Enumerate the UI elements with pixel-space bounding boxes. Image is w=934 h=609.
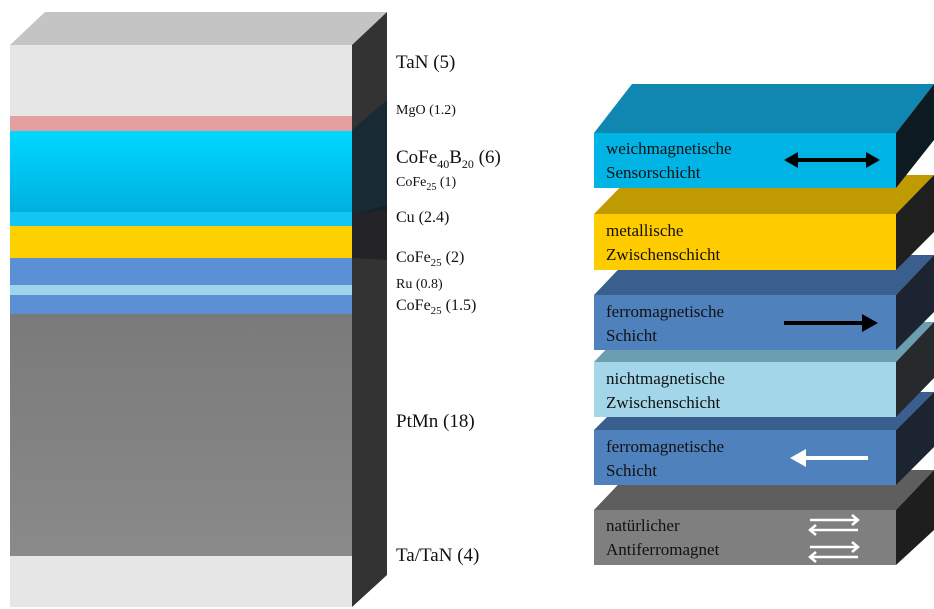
block-weich-line1: weichmagnetische [606, 139, 732, 158]
block-ferro2-side [896, 392, 934, 485]
block-weich-text: weichmagnetische Sensorschicht [606, 137, 732, 185]
block-ferro2-line2: Schicht [606, 461, 657, 480]
label-cofeb: CoFe40B20 (6) [396, 147, 501, 171]
left-white-arrow [790, 449, 868, 467]
label-tan: TaN (5) [396, 52, 456, 73]
block-afm-line2: Antiferromagnet [606, 540, 720, 559]
layer-mgo [10, 116, 352, 131]
block-nicht-line2: Zwischenschicht [606, 393, 721, 412]
stack-top-face [10, 12, 387, 45]
label-mgo: MgO (1.2) [396, 103, 456, 118]
block-nicht-text: nichtmagnetische Zwischenschicht [606, 367, 725, 415]
block-ferro1-line2: Schicht [606, 326, 657, 345]
right-black-arrow [784, 314, 878, 332]
block-nicht-side [896, 322, 934, 417]
block-nicht-front [594, 362, 896, 417]
block-metall-text: metallische Zwischenschicht [606, 219, 720, 267]
label-ptmn: PtMn (18) [396, 411, 475, 432]
block-metall-front [594, 214, 896, 270]
layer-tan-top [10, 45, 352, 116]
label-cu: Cu (2.4) [396, 209, 450, 226]
block-weich-line2: Sensorschicht [606, 163, 701, 182]
layer-ru [10, 285, 352, 295]
layer-cu [10, 226, 352, 258]
block-afm-line1: natürlicher [606, 516, 680, 535]
layer-cofe-2 [10, 258, 352, 285]
label-ta-tan: Ta/TaN (4) [396, 545, 480, 566]
block-nicht-line1: nichtmagnetische [606, 369, 725, 388]
block-afm-side [896, 470, 934, 565]
layer-cofe-1 [10, 212, 352, 226]
layer-ta-tan [10, 556, 352, 607]
antiparallel-white-arrows [808, 514, 860, 563]
block-metall-line2: Zwischenschicht [606, 245, 721, 264]
layer-cofeb [10, 131, 352, 212]
block-ferro1-side [896, 255, 934, 350]
double-black-arrow [784, 152, 880, 168]
block-metall-side [896, 175, 934, 270]
block-afm-text: natürlicher Antiferromagnet [606, 514, 719, 562]
label-cofe-2: CoFe25 (2) [396, 249, 465, 270]
block-weich-top [594, 84, 934, 133]
label-ru: Ru (0.8) [396, 277, 443, 292]
block-ferro2-line1: ferromagnetische [606, 437, 724, 456]
layer-cofe-1-5 [10, 295, 352, 314]
label-cofe-1-5: CoFe25 (1.5) [396, 297, 477, 318]
block-metall-line1: metallische [606, 221, 684, 240]
block-ferro1-line1: ferromagnetische [606, 302, 724, 321]
block-weich-side [896, 84, 934, 188]
label-cofe-1: CoFe25 (1) [396, 175, 457, 193]
block-ferro2-text: ferromagnetische Schicht [606, 435, 724, 483]
block-ferro1-text: ferromagnetische Schicht [606, 300, 724, 348]
layer-ptmn [10, 314, 352, 556]
